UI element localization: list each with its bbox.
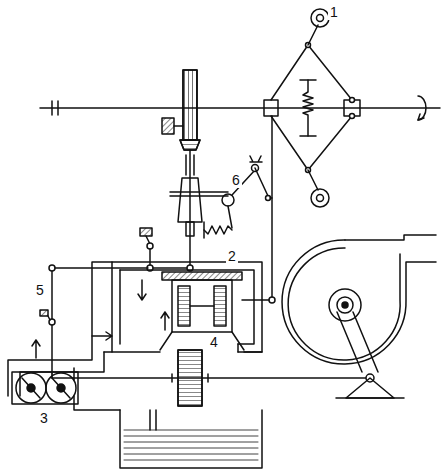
bevel-gear bbox=[183, 70, 197, 140]
gear-pump bbox=[12, 372, 78, 404]
bearing bbox=[52, 101, 58, 115]
callout-number: 2 bbox=[226, 249, 238, 264]
pinion bbox=[180, 140, 200, 150]
callout-number: 6 bbox=[230, 173, 242, 188]
governor-link bbox=[271, 116, 273, 300]
main-shaft bbox=[40, 107, 440, 109]
bevel-gear bbox=[183, 70, 197, 140]
drive-shaft bbox=[51, 374, 53, 378]
oil-tank bbox=[120, 410, 262, 468]
pilot-valve bbox=[170, 150, 228, 268]
callout-number: 1 bbox=[328, 5, 340, 20]
callout-number: 3 bbox=[38, 411, 50, 426]
bell-crank bbox=[204, 156, 272, 238]
rotation-arrow bbox=[418, 114, 424, 120]
bearing-block bbox=[162, 118, 174, 134]
spur-gear bbox=[178, 350, 202, 406]
bearing-block bbox=[174, 125, 183, 127]
rotation-arrow bbox=[418, 96, 426, 120]
callout-number: 4 bbox=[208, 335, 220, 350]
servo-housing bbox=[8, 262, 275, 410]
drive-shaft bbox=[52, 377, 372, 379]
bearing bbox=[207, 374, 209, 382]
spur-gear bbox=[178, 350, 202, 406]
bearing bbox=[171, 374, 173, 382]
centrifugal-fan bbox=[282, 235, 436, 398]
callout-number: 5 bbox=[34, 283, 46, 298]
flyball-governor bbox=[264, 9, 360, 207]
pinion bbox=[180, 140, 200, 150]
